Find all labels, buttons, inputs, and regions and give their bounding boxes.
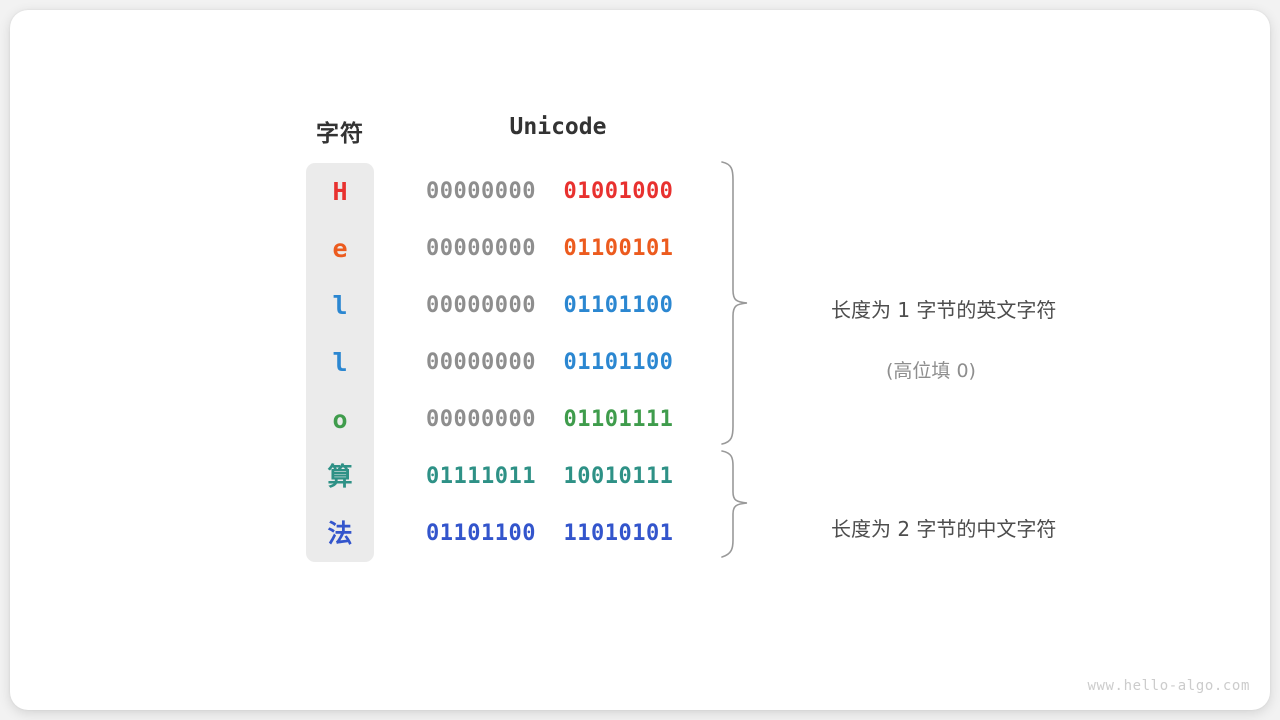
row-character: 法: [327, 519, 353, 548]
column-header-char: 字符: [316, 120, 364, 146]
column-header-unicode: Unicode: [509, 114, 607, 140]
annotation-two-byte-text: 长度为 2 字节的中文字符: [830, 517, 1057, 541]
row-binary: 00000000 01101100: [426, 334, 673, 391]
row-character: H: [332, 177, 348, 206]
row-binary-separator: [536, 521, 564, 546]
row-binary-low: 10010111: [563, 464, 674, 489]
row-binary-high: 00000000: [426, 407, 536, 432]
row-binary-separator: [536, 350, 564, 375]
row-binary-low: 01001000: [563, 179, 674, 204]
row-binary: 01101100 11010101: [426, 505, 673, 562]
row-character: l: [332, 348, 348, 377]
row-binary-separator: [536, 464, 564, 489]
brace-one-byte: [721, 161, 748, 445]
row-binary-separator: [536, 407, 564, 432]
row-binary-low: 01101111: [563, 407, 674, 432]
row-binary-separator: [536, 293, 564, 318]
row-binary-high: 00000000: [426, 179, 536, 204]
row-binary: 01111011 10010111: [426, 448, 673, 505]
table-row: e 00000000 01100101: [306, 220, 706, 277]
annotation-one-byte-text: 长度为 1 字节的英文字符: [830, 298, 1057, 322]
row-binary-high: 00000000: [426, 236, 536, 261]
annotation-one-byte: 长度为 1 字节的英文字符 (高位填 0): [770, 270, 1092, 431]
row-binary-low: 01101100: [563, 293, 674, 318]
row-binary: 00000000 01101111: [426, 391, 673, 448]
row-binary-high: 01101100: [426, 521, 536, 546]
row-binary-low: 01100101: [563, 236, 674, 261]
annotation-one-byte-sub: (高位填 0): [886, 360, 976, 382]
table-row: l 00000000 01101100: [306, 334, 706, 391]
row-binary-separator: [536, 179, 564, 204]
row-binary-high: 00000000: [426, 293, 536, 318]
character-column-background: [306, 163, 374, 562]
row-binary: 00000000 01001000: [426, 163, 673, 220]
row-character: o: [332, 405, 348, 434]
figure-card: [10, 10, 1270, 710]
row-binary-separator: [536, 236, 564, 261]
row-binary: 00000000 01101100: [426, 277, 673, 334]
brace-two-byte: [721, 450, 748, 558]
row-binary-high: 00000000: [426, 350, 536, 375]
row-character: 算: [327, 462, 353, 491]
row-binary-low: 01101100: [563, 350, 674, 375]
table-row: H 00000000 01001000: [306, 163, 706, 220]
table-row: l 00000000 01101100: [306, 277, 706, 334]
table-row: 算 01111011 10010111: [306, 448, 706, 505]
table-row: o 00000000 01101111: [306, 391, 706, 448]
row-binary-high: 01111011: [426, 464, 536, 489]
table-row: 法 01101100 11010101: [306, 505, 706, 562]
row-binary: 00000000 01100101: [426, 220, 673, 277]
row-character: l: [332, 291, 348, 320]
row-binary-low: 11010101: [563, 521, 674, 546]
watermark: www.hello-algo.com: [1087, 678, 1250, 694]
annotation-two-byte: 长度为 2 字节的中文字符: [770, 489, 1092, 566]
row-character: e: [332, 234, 348, 263]
